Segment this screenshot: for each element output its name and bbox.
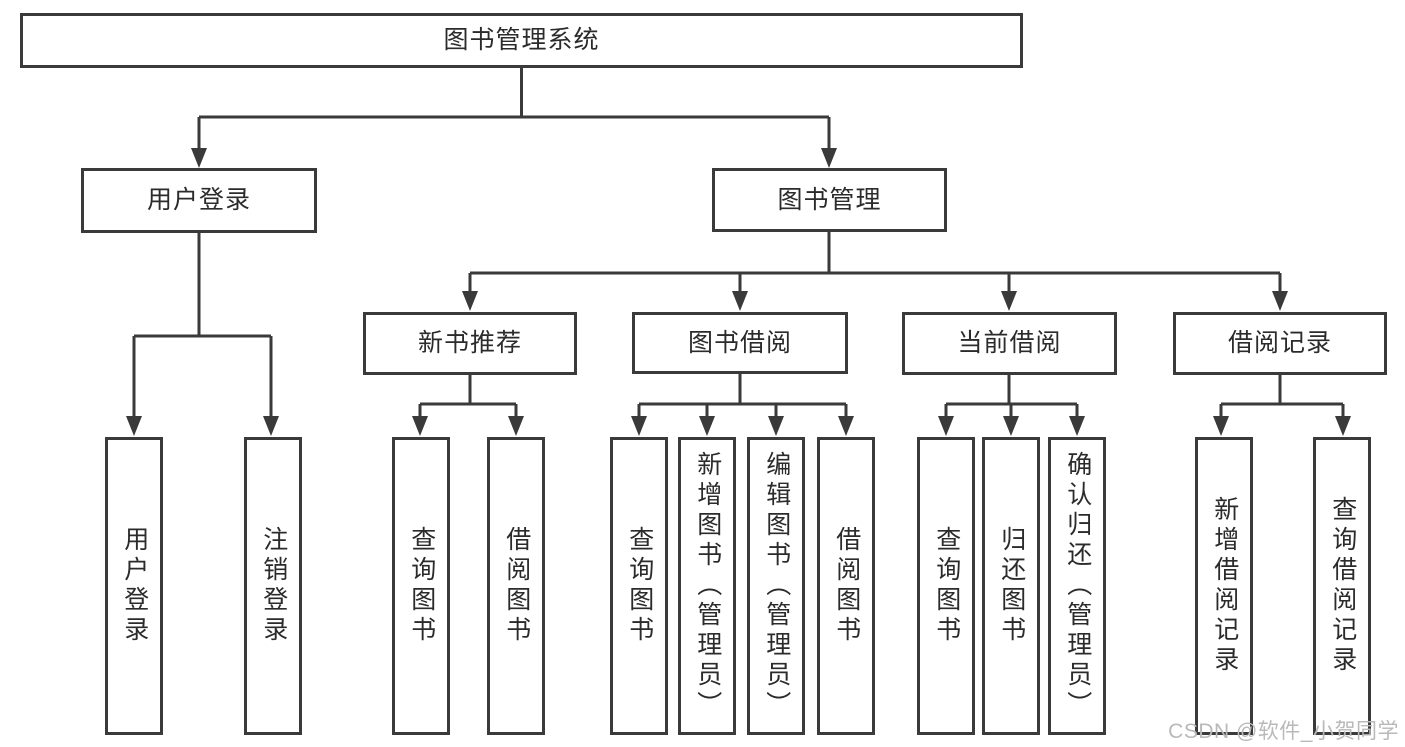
node-root: 图书管理系统	[20, 13, 1023, 68]
node-book-management-label: 图书管理	[777, 185, 882, 214]
connector-book-management	[468, 230, 1282, 297]
node-borrow-records: 借阅记录	[1173, 312, 1387, 375]
node-borrow-records-label: 借阅记录	[1227, 329, 1332, 357]
csdn-watermark: CSDN @软件_小贺同学	[1168, 720, 1399, 743]
leaf-edit-book-admin-label: 编辑图书（管理员）	[762, 451, 791, 721]
node-book-management: 图书管理	[712, 168, 947, 232]
leaf-add-book-admin-label: 新增图书（管理员）	[693, 451, 722, 721]
leaf-borrow-books-borrow-label: 借阅图书	[832, 526, 861, 646]
connector-book-borrow	[637, 372, 848, 422]
connector-borrow-records	[1219, 373, 1345, 422]
leaf-logout: 注销登录	[244, 437, 302, 735]
leaf-user-login: 用户登录	[105, 437, 163, 735]
leaf-logout-label: 注销登录	[259, 526, 288, 646]
node-current-borrow: 当前借阅	[902, 312, 1117, 375]
connector-current-borrow	[944, 373, 1079, 422]
leaf-add-borrow-record: 新增借阅记录	[1195, 437, 1253, 735]
leaf-query-borrow-record: 查询借阅记录	[1313, 437, 1371, 735]
leaf-add-borrow-record-label: 新增借阅记录	[1210, 496, 1239, 676]
node-root-label: 图书管理系统	[443, 26, 600, 54]
arrowheads	[126, 148, 1351, 436]
leaf-borrow-books-recommend-label: 借阅图书	[502, 526, 531, 646]
leaf-query-books-borrow: 查询图书	[610, 437, 668, 735]
leaf-query-books-borrow-label: 查询图书	[625, 526, 654, 646]
leaf-confirm-return-admin: 确认归还（管理员）	[1048, 437, 1106, 735]
leaf-query-books-recommend: 查询图书	[392, 437, 450, 735]
leaf-query-books-recommend-label: 查询图书	[407, 526, 436, 646]
leaf-return-book-label: 归还图书	[997, 526, 1026, 646]
leaf-query-borrow-record-label: 查询借阅记录	[1328, 496, 1357, 676]
node-new-book-recommend-label: 新书推荐	[417, 329, 522, 357]
leaf-add-book-admin: 新增图书（管理员）	[678, 437, 736, 735]
connector-new-book	[418, 373, 518, 422]
leaf-edit-book-admin: 编辑图书（管理员）	[747, 437, 805, 735]
node-user-login: 用户登录	[81, 168, 317, 233]
leaf-query-books-current: 查询图书	[917, 437, 975, 735]
leaf-borrow-books-recommend: 借阅图书	[487, 437, 545, 735]
node-new-book-recommend: 新书推荐	[363, 312, 577, 375]
leaf-query-books-current-label: 查询图书	[932, 526, 961, 646]
node-user-login-label: 用户登录	[146, 186, 251, 214]
node-current-borrow-label: 当前借阅	[957, 329, 1062, 357]
node-book-borrow-label: 图书借阅	[687, 328, 792, 357]
connector-root	[197, 66, 831, 154]
leaf-user-login-label: 用户登录	[120, 526, 149, 646]
leaf-confirm-return-admin-label: 确认归还（管理员）	[1063, 451, 1092, 721]
leaf-return-book: 归还图书	[982, 437, 1040, 735]
connector-user-login	[132, 233, 273, 422]
leaf-borrow-books-borrow: 借阅图书	[817, 437, 875, 735]
node-book-borrow: 图书借阅	[632, 312, 848, 374]
